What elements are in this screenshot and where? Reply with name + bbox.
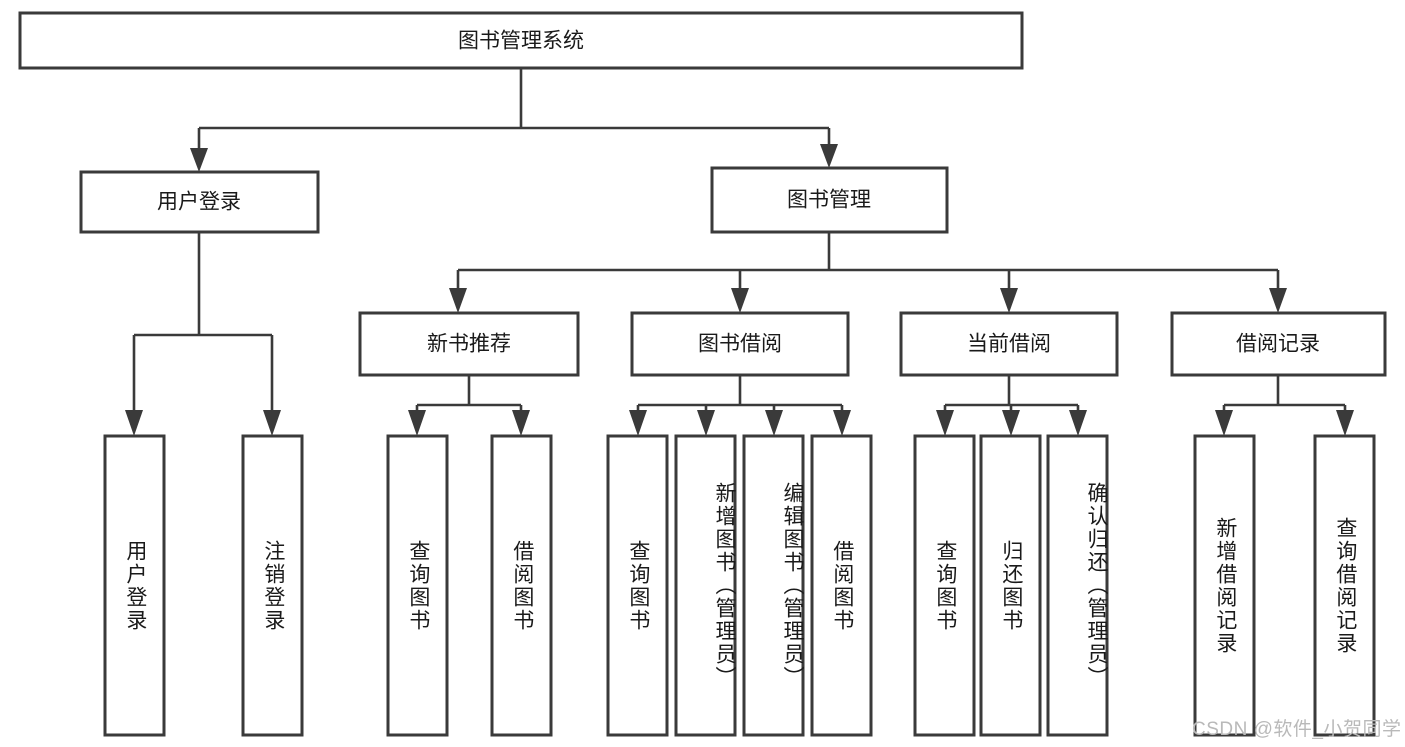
node-borrow-record[interactable] bbox=[1170, 311, 1387, 377]
node-leaf-edit-book[interactable] bbox=[742, 434, 805, 737]
node-leaf-borrow-book-1[interactable] bbox=[490, 434, 553, 737]
node-user-login-label: 用户登录 bbox=[157, 191, 241, 214]
arrow-head-book-borrow bbox=[731, 288, 749, 313]
node-book-management-label: 图书管理 bbox=[787, 189, 871, 212]
arrow-head-leaf-query-record bbox=[1336, 410, 1354, 436]
node-leaf-confirm-return[interactable] bbox=[1046, 434, 1109, 737]
arrow-head-leaf-return-book bbox=[1002, 410, 1020, 436]
arrow-head-new-book-recommend bbox=[449, 288, 467, 313]
arrow-head-leaf-user-login bbox=[125, 410, 143, 436]
arrow-head-leaf-add-record bbox=[1215, 410, 1233, 436]
node-current-borrow[interactable] bbox=[899, 311, 1119, 377]
arrow-head-leaf-edit-book bbox=[765, 410, 783, 436]
arrow-head-current-borrow bbox=[1000, 288, 1018, 313]
watermark-label: CSDN @软件_小贺同学 bbox=[1192, 719, 1402, 740]
node-book-borrow[interactable] bbox=[630, 311, 850, 377]
arrow-head-leaf-logout-login bbox=[263, 410, 281, 436]
node-leaf-logout-login[interactable] bbox=[241, 434, 304, 737]
node-current-borrow-label: 当前借阅 bbox=[967, 333, 1051, 356]
node-book-borrow-label: 图书借阅 bbox=[698, 333, 782, 356]
node-leaf-add-book[interactable] bbox=[674, 434, 737, 737]
node-borrow-record-label: 借阅记录 bbox=[1236, 333, 1320, 356]
node-user-login[interactable] bbox=[79, 170, 320, 234]
arrow-head-user-login bbox=[190, 148, 208, 172]
arrow-head-leaf-add-book bbox=[697, 410, 715, 436]
node-leaf-user-login[interactable] bbox=[103, 434, 166, 737]
node-leaf-query-record[interactable] bbox=[1313, 434, 1376, 737]
arrow-head-leaf-query-book-1 bbox=[408, 410, 426, 436]
node-new-book-recommend[interactable] bbox=[358, 311, 580, 377]
node-leaf-return-book[interactable] bbox=[979, 434, 1042, 737]
arrow-head-leaf-borrow-book-2 bbox=[833, 410, 851, 436]
arrow-head-leaf-borrow-book-1 bbox=[512, 410, 530, 436]
node-leaf-query-book-1[interactable] bbox=[386, 434, 449, 737]
node-leaf-borrow-book-2[interactable] bbox=[810, 434, 873, 737]
node-leaf-query-book-3[interactable] bbox=[913, 434, 976, 737]
arrow-head-borrow-record bbox=[1269, 288, 1287, 313]
node-new-book-recommend-label: 新书推荐 bbox=[427, 333, 511, 356]
connector-group bbox=[125, 68, 1354, 436]
arrow-head-leaf-query-book-2 bbox=[629, 410, 647, 436]
arrow-head-leaf-confirm-return bbox=[1069, 410, 1087, 436]
node-root-label: 图书管理系统 bbox=[458, 30, 584, 53]
node-leaf-add-record[interactable] bbox=[1193, 434, 1256, 737]
arrow-head-book-management bbox=[820, 144, 838, 168]
node-book-management[interactable] bbox=[710, 166, 949, 234]
node-leaf-query-book-2[interactable] bbox=[606, 434, 669, 737]
node-root[interactable] bbox=[18, 11, 1024, 70]
arrow-head-leaf-query-book-3 bbox=[936, 410, 954, 436]
